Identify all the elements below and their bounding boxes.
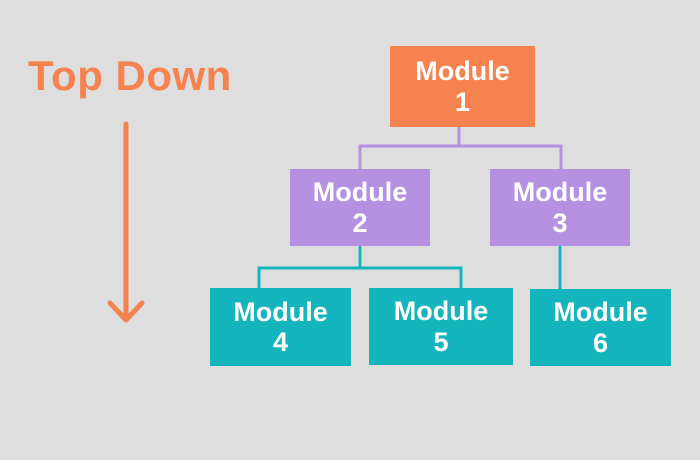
edge-module2-children <box>257 246 463 289</box>
node-number: 2 <box>352 207 368 238</box>
node-label: Module <box>393 296 489 327</box>
node-module-1: Module 1 <box>390 46 535 127</box>
node-label: Module <box>512 177 608 208</box>
edge-module1-children <box>358 127 563 169</box>
node-number: 1 <box>454 86 471 117</box>
node-module-2: Module 2 <box>290 169 430 246</box>
node-number: 6 <box>592 327 609 358</box>
node-label: Module <box>233 296 328 327</box>
node-label: Module <box>312 177 408 208</box>
node-module-6: Module 6 <box>530 289 671 366</box>
node-number: 4 <box>272 327 289 357</box>
node-number: 5 <box>433 326 449 357</box>
node-number: 3 <box>552 207 568 238</box>
node-label: Module <box>415 56 510 87</box>
diagram-title: Top Down <box>28 52 232 99</box>
node-module-4: Module 4 <box>210 288 351 366</box>
node-module-3: Module 3 <box>490 169 630 246</box>
node-module-5: Module 5 <box>369 288 513 365</box>
node-label: Module <box>553 297 648 328</box>
down-arrow-icon <box>107 121 145 323</box>
